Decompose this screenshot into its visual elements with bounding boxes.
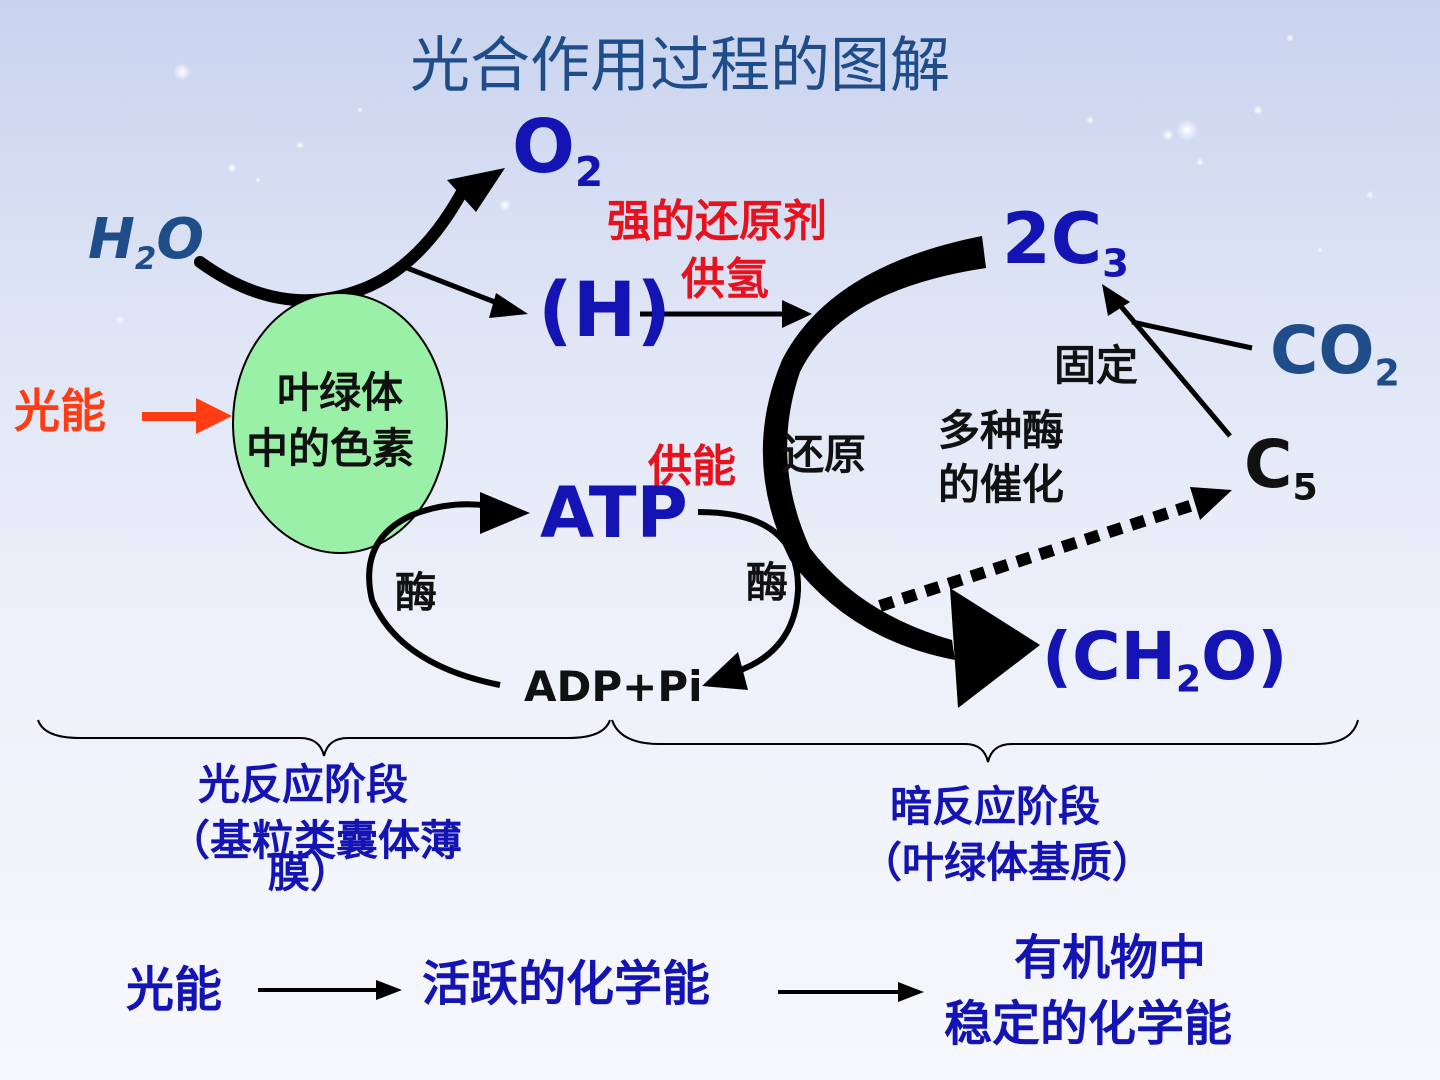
enzymes-label-line1: 多种酶 bbox=[938, 406, 1065, 455]
arrowhead-o2 bbox=[447, 168, 505, 212]
arrowhead-flow-1 bbox=[376, 980, 402, 1000]
light-energy-label: 光能 bbox=[14, 384, 106, 438]
h2o-h: H bbox=[88, 207, 135, 272]
arrowhead-ch2o bbox=[950, 588, 1040, 708]
c5-main: C bbox=[1244, 426, 1293, 503]
arrowhead-supply-h bbox=[782, 300, 812, 328]
reduction-arc bbox=[762, 236, 986, 660]
supply-hydrogen-label: 供氢 bbox=[681, 254, 769, 305]
hydrogen-label: (H) bbox=[538, 265, 672, 354]
light-reaction-label: 光反应阶段 bbox=[198, 760, 409, 809]
supply-energy-label: 供能 bbox=[648, 441, 736, 492]
c3-main: 2C bbox=[1002, 198, 1103, 280]
fixation-label: 固定 bbox=[1054, 341, 1139, 390]
pigment-label-line2: 中的色素 bbox=[246, 424, 415, 473]
arrowhead-flow-2 bbox=[898, 982, 924, 1002]
arrowhead-h bbox=[489, 293, 528, 318]
h2o-o: O bbox=[156, 207, 204, 272]
light-location-line2: 膜） bbox=[268, 848, 353, 897]
adp-pi-label: ADP+Pi bbox=[524, 662, 703, 711]
c3-sub: 3 bbox=[1102, 241, 1129, 287]
h2o-label: H2O bbox=[88, 212, 204, 275]
enzyme-left-label: 酶 bbox=[395, 568, 438, 617]
dark-location-label: （叶绿体基质） bbox=[860, 838, 1155, 887]
reduction-label: 还原 bbox=[782, 430, 867, 479]
arrowhead-light bbox=[196, 398, 232, 434]
enzyme-right-label: 酶 bbox=[746, 558, 789, 607]
light-stage-brace bbox=[37, 719, 611, 757]
h2o-sub: 2 bbox=[134, 240, 157, 277]
arrowhead-c3 bbox=[1102, 284, 1130, 316]
ch2o-sub: 2 bbox=[1175, 657, 1202, 701]
ch2o-open: (CH bbox=[1042, 618, 1176, 695]
water-splitting-arc bbox=[194, 186, 468, 307]
atp-label: ATP bbox=[540, 472, 688, 554]
c5-sub: 5 bbox=[1292, 465, 1318, 509]
o2-sub: 2 bbox=[574, 148, 604, 197]
background-sparkles bbox=[116, 34, 1374, 324]
co2-main: CO bbox=[1270, 312, 1375, 389]
energy-flow-active-chemical: 活跃的化学能 bbox=[422, 956, 711, 1012]
c3-label: 2C3 bbox=[1002, 204, 1129, 284]
pigment-ellipse bbox=[232, 292, 448, 554]
pigment-label-line1: 叶绿体 bbox=[276, 368, 403, 417]
light-location-line1: （基粒类囊体薄 bbox=[168, 816, 463, 865]
o2-label: O2 bbox=[512, 110, 603, 193]
energy-flow-light: 光能 bbox=[126, 962, 223, 1018]
arrowhead-c5 bbox=[1190, 487, 1232, 520]
o2-main: O bbox=[512, 104, 575, 190]
dark-reaction-label: 暗反应阶段 bbox=[890, 782, 1101, 831]
energy-flow-stable-line2: 稳定的化学能 bbox=[944, 996, 1233, 1052]
energy-flow-stable-line1: 有机物中 bbox=[1013, 930, 1206, 986]
page-title: 光合作用过程的图解 bbox=[410, 31, 950, 101]
arrowhead-adp bbox=[702, 652, 748, 690]
ch2o-label: (CH2O) bbox=[1042, 624, 1287, 698]
c5-label: C5 bbox=[1244, 432, 1318, 506]
ch2o-close: O) bbox=[1201, 618, 1288, 695]
co2-sub: 2 bbox=[1374, 351, 1400, 395]
co2-label: CO2 bbox=[1270, 318, 1400, 392]
strong-reductant-label: 强的还原剂 bbox=[607, 196, 827, 247]
arrowhead-atp bbox=[480, 492, 530, 534]
enzymes-label-line2: 的催化 bbox=[938, 460, 1065, 509]
dark-stage-brace bbox=[611, 719, 1359, 763]
